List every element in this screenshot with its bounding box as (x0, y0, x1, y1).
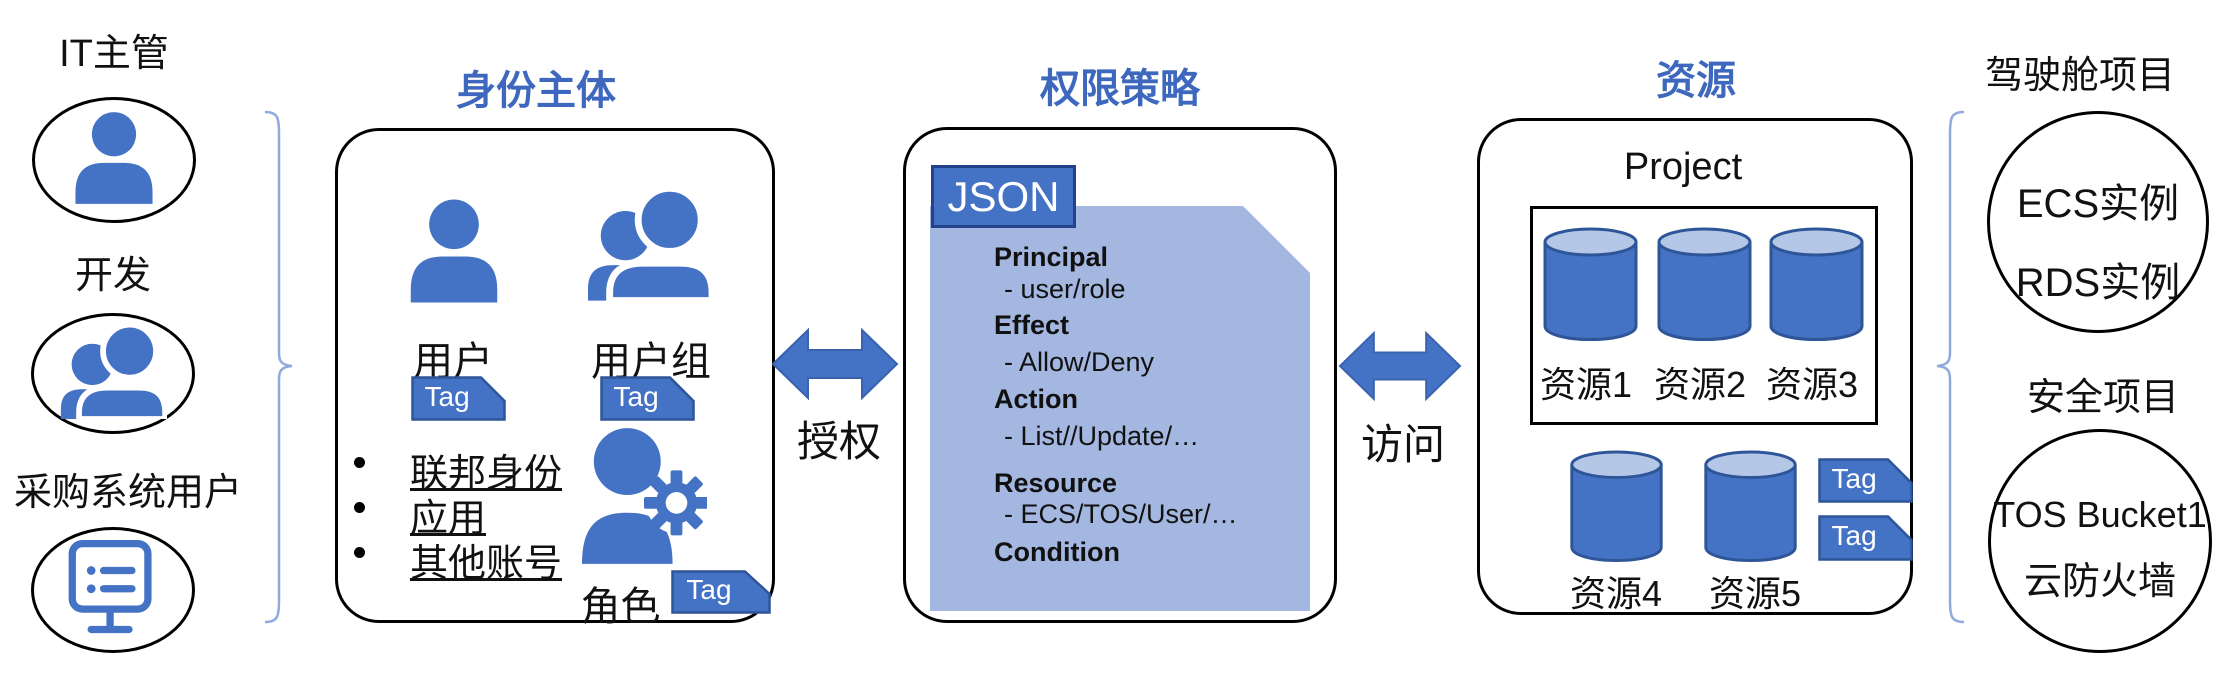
access-arrow-label: 访问 (1360, 421, 1445, 468)
bullet-list-item-other-accounts: 其他账号 (410, 543, 563, 585)
field-value: - user/role (1004, 274, 1126, 304)
tag-badge-user: Tag (411, 376, 506, 421)
actor-label-procurement: 采购系统用户 (13, 472, 242, 514)
bullet-icon (354, 457, 365, 468)
database-cylinder-icon (1569, 450, 1664, 567)
grouping-brace-left (257, 110, 297, 629)
field-value: - List//Update/… (1004, 421, 1200, 451)
project-circle-security: TOS Bucket1 云防火墙 (1988, 429, 2212, 653)
actor-label-it-supervisor: IT主管 (59, 33, 169, 75)
member-label: RDS实例 (2015, 261, 2181, 305)
actor-circle-dev (31, 313, 195, 434)
project-label: Project (1623, 146, 1743, 188)
policy-panel-title: 权限策略 (1040, 67, 1200, 111)
tag-badge-role: Tag (671, 570, 771, 614)
tag-badge-label: Tag (613, 380, 659, 412)
field-value: - Allow/Deny (1004, 347, 1155, 377)
field-name: Principal (994, 242, 1109, 272)
user-icon (73, 111, 155, 209)
database-cylinder-icon (1657, 227, 1752, 346)
system-monitor-icon (65, 536, 161, 645)
database-cylinder-icon (1769, 227, 1864, 346)
policy-document: Principal - user/role Effect - Allow/Den… (930, 206, 1310, 611)
policy-panel: Principal - user/role Effect - Allow/Den… (903, 127, 1337, 623)
user-icon (408, 199, 500, 308)
project-circle-cockpit: ECS实例 RDS实例 (1987, 111, 2209, 333)
user-group-icon (59, 321, 169, 424)
resources-panel-title: 资源 (1656, 59, 1736, 103)
tag-badge-resource: Tag (1818, 515, 1913, 561)
bullet-list-item-application: 应用 (410, 498, 487, 540)
field-name: Action (994, 384, 1078, 414)
double-arrow-icon-authorize (771, 327, 899, 405)
tag-badge-label: Tag (686, 574, 732, 606)
project-group-title-security: 安全项目 (2026, 377, 2179, 419)
resource-label-1: 资源1 (1539, 364, 1633, 405)
database-cylinder-icon (1703, 450, 1798, 567)
field-name: Effect (994, 310, 1070, 340)
user-gear-icon (581, 426, 709, 569)
member-label: TOS Bucket1 (1993, 494, 2207, 535)
authorize-arrow-label: 授权 (796, 418, 881, 465)
project-group-title-cockpit: 驾驶舱项目 (1984, 55, 2175, 97)
bullet-icon (354, 502, 365, 513)
field-name: Resource (994, 468, 1118, 498)
tag-badge-label: Tag (424, 380, 470, 412)
member-label: 云防火墙 (2023, 561, 2176, 603)
bullet-icon (354, 547, 365, 558)
project-box: 资源1 资源2 资源3 (1530, 206, 1878, 425)
actor-label-dev: 开发 (74, 255, 151, 297)
database-cylinder-icon (1543, 227, 1638, 346)
tag-badge-label: Tag (1831, 462, 1877, 494)
role-label: 角色 (580, 585, 661, 629)
double-arrow-icon-access (1338, 330, 1462, 407)
tag-badge-group: Tag (600, 376, 695, 421)
field-value: - ECS/TOS/User/… (1004, 499, 1238, 529)
resource-label-5: 资源5 (1708, 573, 1802, 614)
json-badge: JSON (931, 165, 1076, 228)
actor-circle-procurement (31, 527, 195, 653)
resource-label-4: 资源4 (1569, 573, 1663, 614)
bullet-list-item-federated: 联邦身份 (410, 453, 563, 495)
field-name: Condition (994, 537, 1120, 567)
user-group-icon (586, 184, 716, 306)
actor-circle-it-supervisor (32, 97, 196, 223)
grouping-brace-right (1932, 110, 1972, 629)
json-badge-label: JSON (947, 172, 1060, 220)
tag-badge-resource: Tag (1818, 458, 1913, 503)
resource-label-2: 资源2 (1653, 364, 1747, 405)
tag-badge-label: Tag (1831, 520, 1877, 552)
identity-panel-title: 身份主体 (456, 69, 616, 113)
member-label: ECS实例 (2016, 182, 2180, 226)
resource-label-3: 资源3 (1765, 364, 1859, 405)
identity-panel: 用户 用户组 Tag Tag 联邦身份 应用 其他账号 (335, 128, 775, 629)
resources-panel: Project 资源1 资源2 (1477, 118, 1913, 615)
